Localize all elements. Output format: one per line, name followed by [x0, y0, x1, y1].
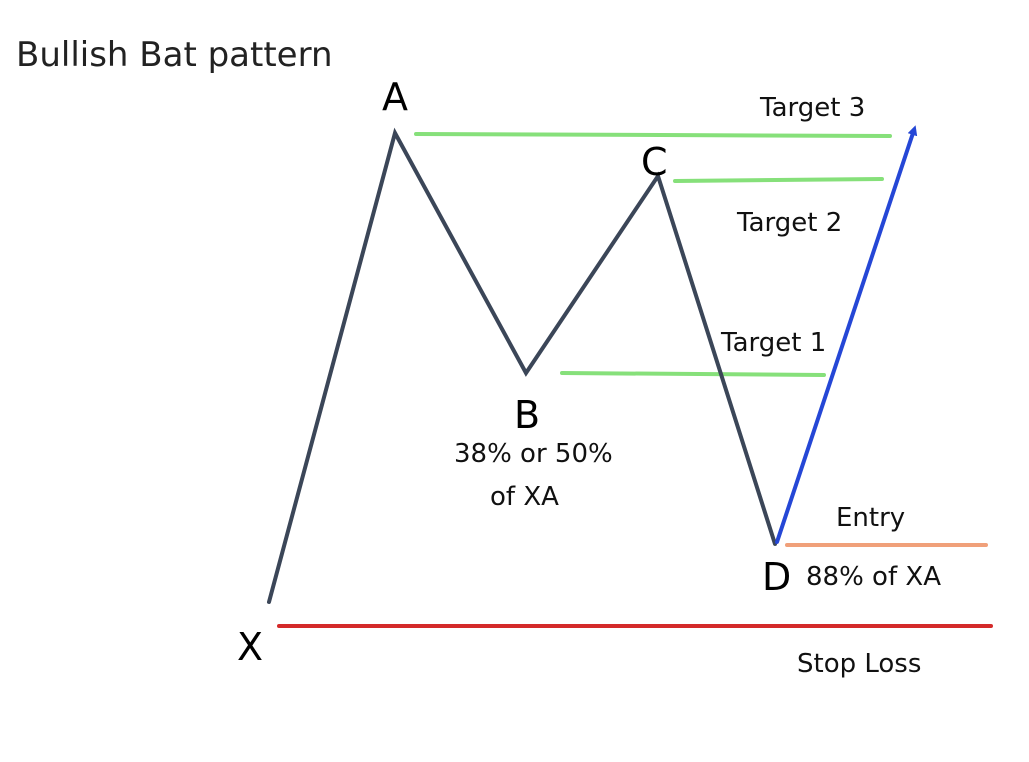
- target3-label: Target 3: [759, 93, 865, 123]
- target3-line: [414, 132, 892, 138]
- d-ratio-note: 88% of XA: [806, 562, 941, 592]
- projection-arrow: [775, 125, 918, 544]
- stop-loss-label: Stop Loss: [797, 649, 921, 679]
- target1-line: [560, 371, 826, 377]
- point-label-x: X: [237, 625, 263, 669]
- target2-line: [673, 177, 884, 183]
- point-label-c: C: [641, 140, 668, 184]
- point-label-d: D: [762, 555, 791, 599]
- target1-label: Target 1: [720, 328, 826, 358]
- entry-label: Entry: [836, 503, 905, 533]
- point-label-b: B: [514, 393, 540, 437]
- point-label-a: A: [382, 75, 408, 119]
- b-ratio-note-line1: 38% or 50%: [454, 439, 613, 469]
- pattern-line: [267, 127, 777, 604]
- target2-label: Target 2: [736, 208, 842, 238]
- b-ratio-note-line2: of XA: [490, 482, 559, 512]
- diagram-title: Bullish Bat pattern: [16, 35, 333, 75]
